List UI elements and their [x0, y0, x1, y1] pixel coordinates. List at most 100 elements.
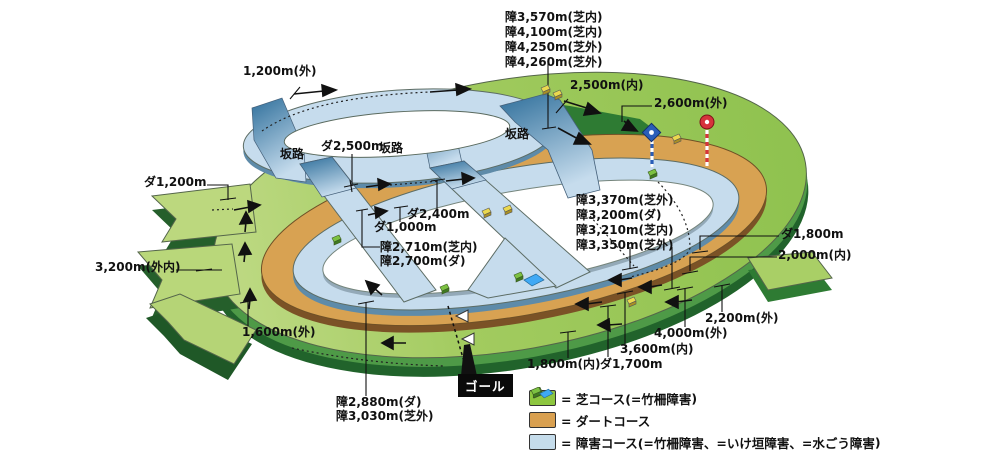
jump-distance-stack-bottom: 障2,880m(ダ) 障3,030m(芝外): [336, 395, 433, 423]
sign-dot: [649, 130, 654, 135]
jump-distance-label: 障2,710m(芝内): [380, 240, 478, 254]
dirt-distance-label: ダ1,000m: [374, 220, 437, 234]
jump-distance-stack-right: 障3,370m(芝外) 障3,200m(ダ) 障3,210m(芝内) 障3,35…: [576, 193, 673, 253]
dirt-distance-label: ダ1,200m: [144, 175, 207, 189]
direction-arrow: [607, 272, 633, 288]
dotted-path: [261, 91, 431, 132]
legend-text: ): [691, 390, 698, 406]
turf-distance-label: 2,500m(内): [570, 78, 644, 92]
sign-dot: [704, 119, 710, 125]
slope-section: [429, 160, 487, 190]
direction-arrow: [445, 171, 476, 186]
slope-label: 坂路: [505, 127, 530, 141]
legend-row-dirt: = ダートコース: [529, 409, 881, 431]
direction-arrow: [237, 241, 253, 263]
jump-distance-label: 障3,370m(芝外): [576, 193, 674, 207]
jump-distance-label: 障4,100m(芝内): [505, 25, 603, 39]
dotted-path: [589, 215, 635, 267]
slope-label: 坂路: [280, 147, 305, 161]
direction-arrow: [664, 294, 693, 310]
connector-line: [621, 105, 652, 122]
legend-text: ): [874, 434, 881, 450]
jump-distance-stack-top: 障3,570m(芝内) 障4,100m(芝内) 障4,250m(芝外) 障4,2…: [505, 10, 602, 70]
direction-arrow: [365, 177, 392, 192]
connector-line: [689, 256, 777, 271]
dirt-distance-label: ダ1,700m: [600, 357, 663, 371]
jump-distance-stack-mid: 障2,710m(芝内) 障2,700m(ダ): [380, 240, 477, 268]
connector-line: [699, 235, 779, 250]
blue-flag-post: [641, 122, 662, 167]
legend-text: =竹柵障害、: [643, 435, 717, 451]
legend-row-turf: = 芝コース( =竹柵障害 ): [529, 387, 881, 409]
direction-arrow: [238, 210, 254, 233]
connector-line: [207, 184, 229, 200]
dotted-path: [629, 181, 691, 278]
direction-arrow: [557, 127, 592, 145]
direction-arrow: [293, 83, 339, 98]
goal-pointer: [461, 344, 477, 376]
dirt-distance-label: ダ1,800m: [781, 227, 844, 241]
connector-line: [361, 210, 380, 248]
dotted-path: [389, 180, 441, 186]
jump-swatch: [529, 434, 556, 450]
jump-distance-label: 障2,700m(ダ): [380, 254, 466, 268]
turf-distance-label: 2,200m(外): [705, 311, 779, 325]
direction-arrow: [620, 118, 639, 132]
loop-infield: [283, 110, 511, 158]
direction-arrow: [380, 335, 406, 351]
turf-distance-label: 1,200m(外): [243, 64, 317, 78]
direction-arrow: [429, 82, 473, 97]
direction-arrow: [233, 199, 262, 214]
water-patch: [523, 273, 545, 287]
goal-label: ゴール: [458, 374, 513, 397]
dirt-swatch: [529, 412, 556, 428]
water-jump-icon: [530, 387, 554, 399]
direction-arrow: [637, 279, 663, 295]
turf-distance-label: 2,000m(内): [778, 248, 852, 262]
slope-section: [251, 97, 307, 183]
legend-text: = 芝コース(: [561, 391, 631, 407]
course-flags: [641, 114, 715, 167]
dotted-path: [211, 208, 234, 211]
direction-arrow: [596, 317, 623, 333]
direction-arrow: [367, 205, 389, 220]
turf-distance-label: 3,600m(内): [620, 342, 694, 356]
turf-distance-label: 1,800m(内): [527, 357, 601, 371]
direction-arrow: [563, 100, 602, 116]
slope-section: [499, 93, 601, 199]
course-path-dotted: [211, 91, 691, 367]
legend-row-jump: = 障害コース( =竹柵障害、 =いけ垣障害、 =水ごう障害 ): [529, 387, 881, 453]
water-jump-marker: [513, 271, 545, 287]
direction-arrow: [574, 296, 603, 312]
legend-text: =いけ垣障害、: [716, 435, 802, 451]
slope-section: [299, 156, 357, 198]
red-flag-post: [699, 114, 715, 166]
dirt-distance-label: ダ2,400m: [407, 207, 470, 221]
legend-text: =水ごう障害: [801, 435, 875, 451]
goal-marker-triangle: [460, 332, 475, 346]
legend-text: = ダートコース: [561, 413, 651, 429]
jump-distance-label: 障4,250m(芝外): [505, 40, 603, 54]
label-connectors: [176, 63, 779, 396]
jump-distance-label: 障3,570m(芝内): [505, 10, 603, 24]
dotted-path: [291, 347, 446, 367]
direction-arrows: [233, 82, 693, 351]
legend-text: = 障害コース(: [561, 435, 644, 451]
jump-distance-label: 障3,030m(芝外): [336, 409, 434, 423]
obstacle-markers: [331, 84, 682, 308]
chute-west-bottom: [149, 293, 257, 365]
turf-distance-label: 1,600m(外): [242, 325, 316, 339]
direction-arrow: [364, 279, 383, 296]
legend-text: =竹柵障害: [630, 391, 692, 407]
slope-label: 坂路: [379, 141, 404, 155]
goal-marker-triangle: [454, 309, 469, 323]
legend: = 芝コース( =竹柵障害 ) = ダートコース = 障害コース( =竹柵障害、…: [529, 387, 881, 453]
turf-distance-label: 3,200m(外内): [95, 260, 181, 274]
jump-distance-label: 障3,200m(ダ): [576, 208, 662, 222]
jump-distance-label: 障4,260m(芝外): [505, 55, 603, 69]
dirt-distance-label: ダ2,500m: [321, 139, 384, 153]
jump-distance-label: 障2,880m(ダ): [336, 395, 422, 409]
turf-distance-label: 4,000m(外): [654, 326, 728, 340]
